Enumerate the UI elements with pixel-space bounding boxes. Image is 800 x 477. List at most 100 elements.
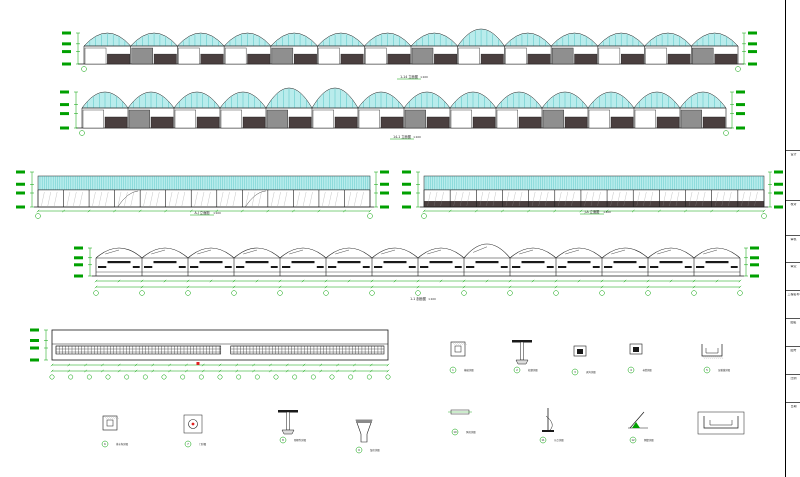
axis-bubble xyxy=(737,290,743,296)
leader-line xyxy=(473,246,488,253)
hatch-line xyxy=(747,191,752,207)
gutter-beam xyxy=(337,261,361,264)
hatch-line xyxy=(545,191,549,207)
dimension-tick xyxy=(738,285,742,289)
hatch-line xyxy=(334,191,339,207)
wall-panel xyxy=(271,47,294,65)
dimension-tick xyxy=(669,279,673,283)
wall-panel xyxy=(224,47,247,65)
dimension-tick xyxy=(369,369,373,373)
dimension-tick xyxy=(736,209,740,213)
wall-panel xyxy=(318,47,340,65)
dimension-tick xyxy=(240,209,244,213)
axis-bubble xyxy=(385,374,391,380)
detail-title: 侧窗详图 xyxy=(644,438,654,442)
level-mark xyxy=(750,256,759,260)
wall-panel-dark xyxy=(150,116,174,129)
wall-panel-dark xyxy=(294,53,317,65)
detail-number: 8 xyxy=(282,438,284,442)
dimension-tick xyxy=(554,285,558,289)
wall-panel-dark xyxy=(247,53,271,65)
wall-panel xyxy=(128,109,150,129)
dimension-tick xyxy=(579,209,583,213)
title-block-cell: 图名 xyxy=(790,321,797,324)
channel-inner xyxy=(705,348,719,354)
dimension-tick xyxy=(302,369,306,373)
level-mark xyxy=(62,42,71,46)
hatch-line xyxy=(73,191,77,207)
axis-bubble xyxy=(323,290,329,296)
leader-line xyxy=(197,249,212,255)
dimension-tick xyxy=(317,209,321,213)
arch-truss xyxy=(509,247,557,259)
title-block-divider xyxy=(786,374,800,375)
leader-line xyxy=(105,249,120,255)
wall-panel xyxy=(220,109,242,129)
axis-bubble xyxy=(93,290,99,296)
dimension-tick xyxy=(692,279,696,283)
glazing-band xyxy=(37,175,371,191)
dimension-tick xyxy=(168,363,171,367)
title-block: 设计校对审核审定工程名称图名图号比例日期 xyxy=(785,0,800,477)
hatch-line xyxy=(354,191,358,207)
wall-panel xyxy=(312,109,334,129)
view-title: 14-1 立面图 xyxy=(393,134,411,139)
arch-truss xyxy=(601,247,649,259)
view-title: J-A 立面图 xyxy=(584,209,600,214)
gutter-beam xyxy=(705,261,729,264)
gutter-beam xyxy=(245,261,269,264)
level-mark xyxy=(380,170,389,174)
hatch-line xyxy=(309,191,313,207)
dimension-tick xyxy=(738,279,742,283)
hatch-line xyxy=(207,191,211,207)
wall-panel-dark xyxy=(714,53,738,65)
dimension-tick xyxy=(235,363,239,367)
dimension-tick xyxy=(324,279,328,283)
view-scale: 1:100 xyxy=(413,135,421,139)
wall-panel-dark xyxy=(656,116,680,129)
hatch-line xyxy=(466,191,470,207)
detail-number: 6 xyxy=(104,442,106,446)
bracket xyxy=(328,266,337,268)
hatch-line xyxy=(512,191,516,207)
bracket xyxy=(282,266,291,268)
dimension-tick xyxy=(368,209,372,213)
dimension-tick xyxy=(255,279,259,283)
dimension-tick xyxy=(710,209,714,213)
gutter-section xyxy=(703,416,739,429)
hatch-line xyxy=(455,341,460,346)
plan-outline xyxy=(51,329,389,361)
title-block-cell: 审核 xyxy=(790,238,797,241)
hatch-line xyxy=(741,191,745,207)
dimension-tick xyxy=(416,285,420,289)
title-block-cell: 设计 xyxy=(790,153,797,156)
wall-panel xyxy=(542,109,564,129)
tee-base xyxy=(515,359,529,365)
bracket xyxy=(592,266,600,268)
dimension-tick xyxy=(386,363,390,367)
arch-truss xyxy=(371,247,419,259)
axis-bubble xyxy=(329,374,335,380)
hatch-line xyxy=(571,191,575,207)
wall-panel xyxy=(178,47,200,65)
detail-title: 排水沟详图 xyxy=(116,442,129,446)
hatch-line xyxy=(433,191,438,207)
detail-number: 12 xyxy=(631,438,635,442)
level-mark xyxy=(74,274,83,278)
hatch-line xyxy=(710,355,714,360)
level-mark xyxy=(16,170,25,174)
view-scale: 1:100 xyxy=(603,210,611,214)
dimension-tick xyxy=(336,369,339,373)
hatch-line xyxy=(200,191,205,207)
dimension-tick xyxy=(117,369,121,373)
title-block-divider xyxy=(786,150,800,151)
hatch-line xyxy=(702,191,706,207)
bracket xyxy=(270,266,278,268)
wall-panel xyxy=(634,109,656,129)
dimension-tick xyxy=(692,285,696,289)
leader-line xyxy=(657,249,672,255)
dimension-tick xyxy=(508,285,512,289)
hatch-line xyxy=(720,355,724,360)
hatch-line xyxy=(558,191,562,207)
dimension-tick xyxy=(117,279,121,283)
